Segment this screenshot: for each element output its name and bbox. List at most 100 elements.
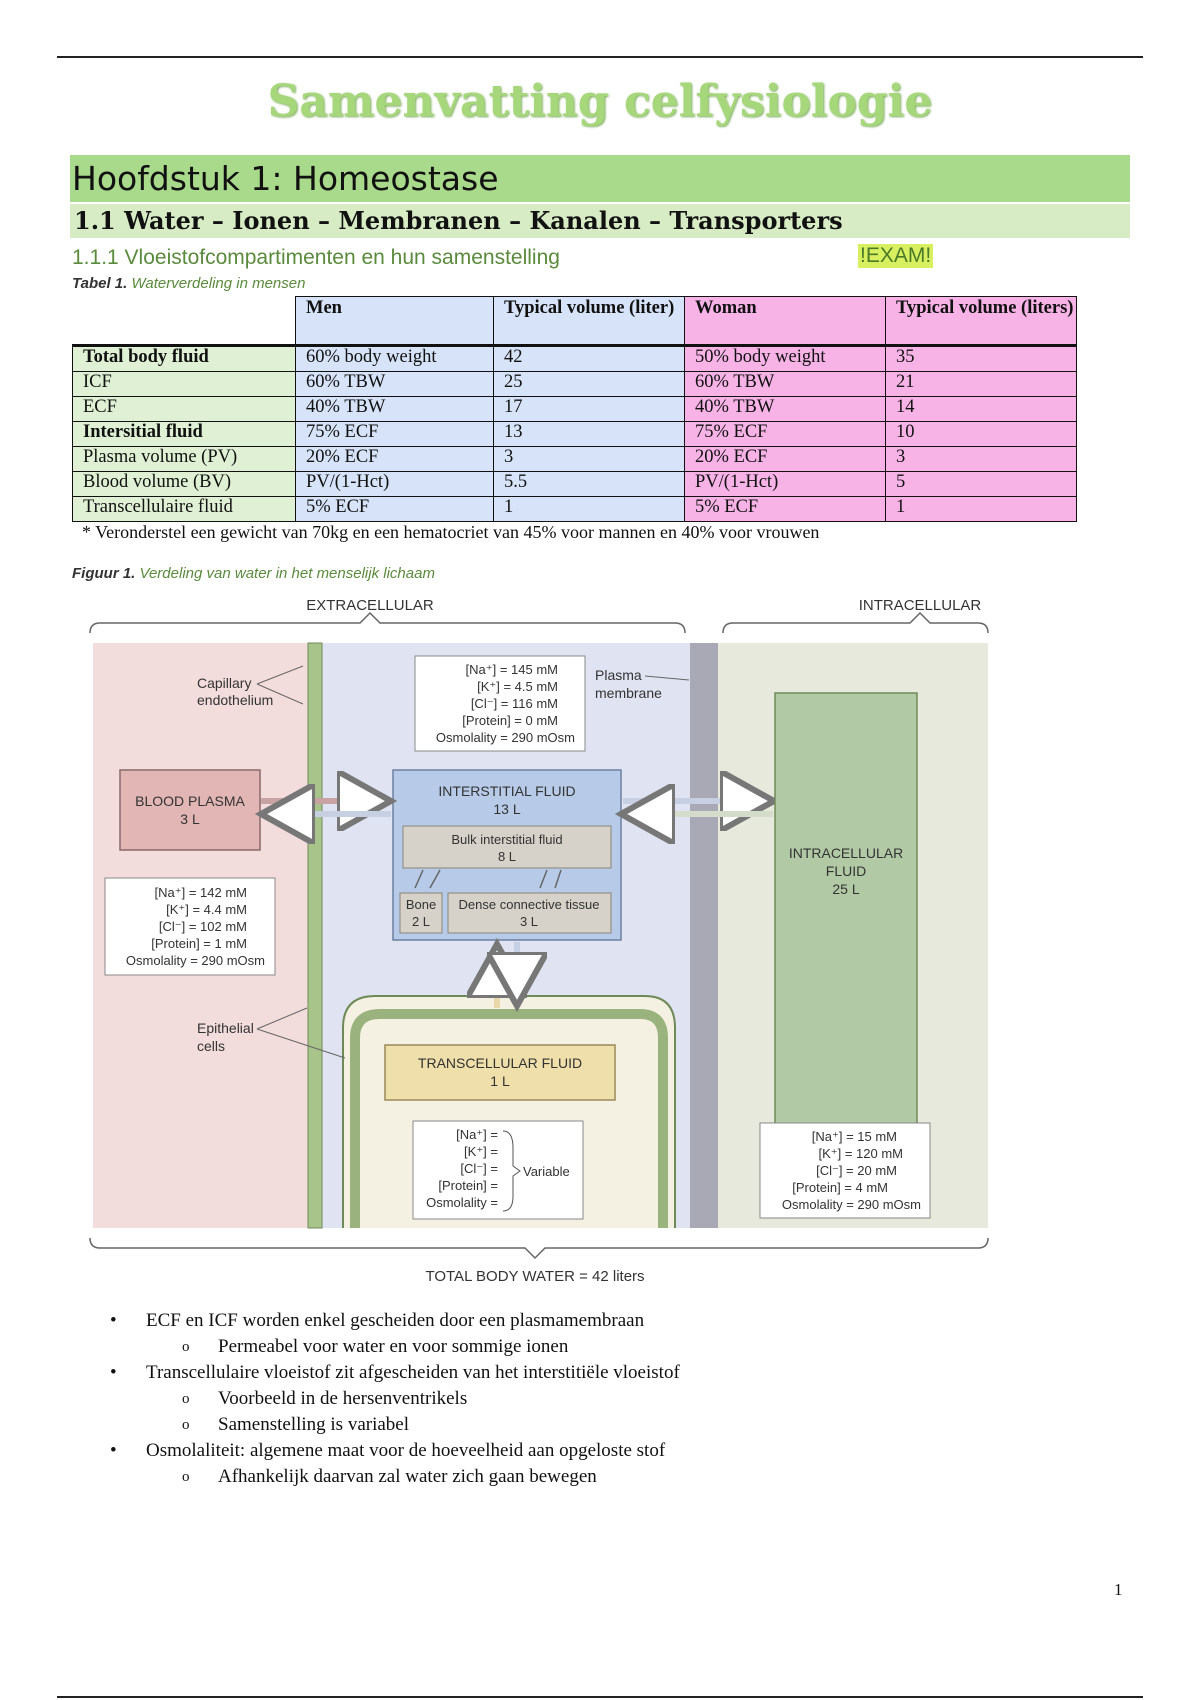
intracellular-fluid-label: INTRACELLULAR (789, 845, 903, 861)
svg-text:[K⁺] = 4.4 mM: [K⁺] = 4.4 mM (166, 902, 247, 917)
chapter-heading: Hoofdstuk 1: Homeostase (70, 155, 1130, 202)
table-cell: 35 (885, 345, 1077, 372)
total-brace (89, 1237, 989, 1260)
blood-plasma-label: BLOOD PLASMA (135, 793, 245, 809)
table-cell: 42 (493, 345, 685, 372)
bone-volume: 2 L (412, 914, 430, 929)
exchange-arrows (414, 869, 562, 889)
svg-text:[Cl⁻] = 116 mM: [Cl⁻] = 116 mM (471, 696, 558, 711)
table-header-cell: Typical volume (liter) (493, 296, 685, 347)
water-distribution-figure: EXTRACELLULAR INTRACELLULAR Capillary en… (89, 597, 989, 1285)
transcellular-fluid-label: TRANSCELLULAR FLUID (418, 1055, 582, 1071)
extracellular-brace (89, 611, 686, 634)
table-caption: Tabel 1. Waterverdeling in mensen (72, 275, 305, 292)
table-cell: 60% TBW (295, 371, 494, 397)
svg-text:[Protein] = 1 mM: [Protein] = 1 mM (151, 936, 247, 951)
svg-text:[Protein] = 4 mM: [Protein] = 4 mM (792, 1180, 888, 1195)
table-cell: 13 (493, 421, 685, 447)
table-header-cell: Woman (684, 296, 886, 347)
svg-text:Osmolality = 290 mOsm: Osmolality = 290 mOsm (782, 1197, 921, 1212)
extracellular-label: EXTRACELLULAR (306, 597, 434, 614)
page-number: 1 (1114, 1580, 1123, 1599)
capillary-pointer (256, 665, 304, 705)
figure-caption: Figuur 1. Verdeling van water in het men… (72, 565, 435, 582)
svg-text:[K⁺] = 120 mM: [K⁺] = 120 mM (818, 1146, 903, 1161)
svg-text:cells: cells (197, 1038, 225, 1054)
intracellular-composition: [Na⁺] = 15 mM [K⁺] = 120 mM [Cl⁻] = 20 m… (782, 1129, 921, 1212)
epithelial-label: Epithelial cells (197, 1020, 254, 1054)
table-caption-text: Waterverdeling in mensen (131, 275, 306, 292)
svg-text:[Cl⁻] = 20 mM: [Cl⁻] = 20 mM (816, 1163, 897, 1178)
transcellular-fluid-box (384, 1044, 616, 1101)
svg-text:[Na⁺] =: [Na⁺] = (456, 1127, 498, 1142)
svg-text:Epithelial: Epithelial (197, 1020, 254, 1036)
variable-brace (502, 1130, 521, 1212)
table-cell: 75% ECF (684, 421, 886, 447)
table-cell: Blood volume (BV) (72, 471, 296, 497)
transcellular-composition-box (412, 1120, 584, 1220)
list-item: •ECF en ICF worden enkel gescheiden door… (110, 1310, 645, 1331)
svg-text:[K⁺] = 4.5 mM: [K⁺] = 4.5 mM (477, 679, 558, 694)
table-cell: ECF (72, 396, 296, 422)
interstitial-fluid-volume: 13 L (493, 801, 520, 817)
table-cell: 5% ECF (295, 496, 494, 522)
intracellular-fluid-box (774, 692, 918, 1172)
section-heading: 1.1 Water – Ionen – Membranen – Kanalen … (70, 204, 1130, 238)
figure-caption-text: Verdeling van water in het menselijk lic… (139, 565, 435, 582)
table-cell: 40% TBW (684, 396, 886, 422)
membrane-pointer (644, 675, 690, 681)
transcellular-fluid-volume: 1 L (490, 1073, 510, 1089)
table-cell: 20% ECF (295, 446, 494, 472)
svg-text:[Cl⁻] =: [Cl⁻] = (460, 1161, 498, 1176)
figure-caption-label: Figuur 1. (72, 565, 136, 582)
interstitial-composition: [Na⁺] = 145 mM [K⁺] = 4.5 mM [Cl⁻] = 116… (436, 662, 575, 745)
table-cell: 21 (885, 371, 1077, 397)
table-cell: 3 (493, 446, 685, 472)
epithelial-cells (350, 1009, 668, 1228)
table-caption-label: Tabel 1. (72, 275, 128, 292)
total-body-water-label: TOTAL BODY WATER = 42 liters (425, 1268, 644, 1285)
table-cell: Intersitial fluid (72, 421, 296, 447)
svg-text:[Protein] = 0 mM: [Protein] = 0 mM (462, 713, 558, 728)
capillary-label: Capillary endothelium (197, 675, 273, 708)
svg-text:Osmolality = 290 mOsm: Osmolality = 290 mOsm (126, 953, 265, 968)
table-cell: 5% ECF (684, 496, 886, 522)
table-cell: 25 (493, 371, 685, 397)
table-cell: 40% TBW (295, 396, 494, 422)
svg-text:[K⁺] =: [K⁺] = (464, 1144, 498, 1159)
table-cell: 60% TBW (684, 371, 886, 397)
bottom-rule (57, 1696, 1143, 1698)
table-cell: PV/(1-Hct) (684, 471, 886, 497)
bullet-list: •ECF en ICF worden enkel gescheiden door… (110, 1308, 680, 1490)
list-item: •Osmolaliteit: algemene maat voor de hoe… (110, 1440, 666, 1461)
table-cell: 5.5 (493, 471, 685, 497)
bone-label: Bone (406, 897, 436, 912)
svg-text:[Na⁺] = 142 mM: [Na⁺] = 142 mM (155, 885, 247, 900)
capillary-endothelium (307, 642, 323, 1229)
list-item: •Transcellulaire vloeistof zit afgeschei… (110, 1362, 680, 1383)
table-header-cell: Typical volume (liters) (885, 296, 1077, 347)
top-rule (57, 56, 1143, 58)
table-cell: Plasma volume (PV) (72, 446, 296, 472)
table-header-row: Men Typical volume (liter) Woman Typical… (72, 296, 1077, 347)
intracellular-fluid-volume: 25 L (832, 881, 859, 897)
svg-text:[Na⁺] = 145 mM: [Na⁺] = 145 mM (466, 662, 558, 677)
bulk-fluid-label: Bulk interstitial fluid (451, 832, 562, 847)
bone-box (399, 892, 443, 934)
blood-plasma-volume: 3 L (180, 811, 200, 827)
svg-text:Osmolality = 290 mOsm: Osmolality = 290 mOsm (436, 730, 575, 745)
table-cell: 20% ECF (684, 446, 886, 472)
epithelial-pointer (256, 1007, 346, 1059)
svg-text:[Cl⁻] = 102 mM: [Cl⁻] = 102 mM (159, 919, 247, 934)
table-cell: 10 (885, 421, 1077, 447)
bulk-fluid-volume: 8 L (498, 849, 516, 864)
svg-text:endothelium: endothelium (197, 692, 273, 708)
table-header-cell (72, 296, 296, 347)
dense-tissue-volume: 3 L (520, 914, 538, 929)
